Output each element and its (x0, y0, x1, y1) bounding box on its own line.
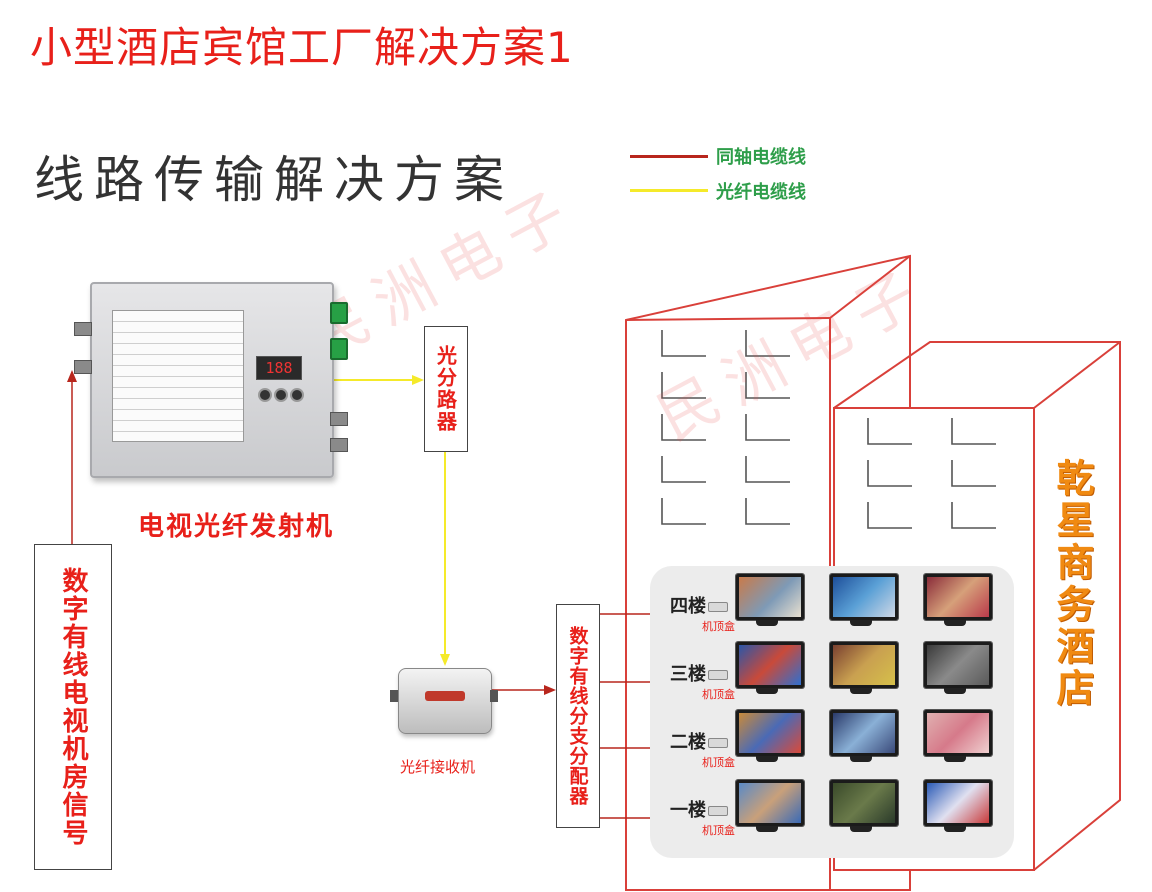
bnc-port-icon (74, 360, 92, 374)
main-title: 小型酒店宾馆工厂解决方案1 (30, 23, 574, 72)
tv-screen-icon (830, 710, 898, 756)
knob-icon (258, 388, 272, 402)
building-front-roof-edge (1033, 341, 1121, 409)
bnc-port-icon (330, 412, 348, 426)
legend-coax-label: 同轴电缆线 (716, 147, 806, 168)
connector-icon (390, 690, 398, 702)
receiver-device (398, 668, 492, 734)
splitter-label: 光分路器 (433, 345, 458, 433)
building-back-roof (829, 255, 911, 319)
front-building-windows (867, 418, 996, 529)
distributor-label: 数字有线分支分配器 (566, 626, 589, 806)
tv-stand (756, 620, 778, 626)
stb-label: 机顶盒 (702, 756, 735, 769)
tv-stand (850, 688, 872, 694)
tv-screen-icon (830, 574, 898, 620)
legend-coax-line (630, 155, 708, 158)
tv-stand (756, 826, 778, 832)
knob-icon (290, 388, 304, 402)
tv-stand (944, 688, 966, 694)
tv-stand (756, 688, 778, 694)
fiber-port-icon (330, 302, 348, 324)
building-back-outline (625, 254, 911, 891)
tv-stand (850, 620, 872, 626)
stb-label: 机顶盒 (702, 688, 735, 701)
floor-label: 四楼 (670, 596, 706, 617)
set-top-box-icon (708, 806, 728, 816)
set-top-box-icon (708, 670, 728, 680)
receiver-badge-icon (425, 691, 465, 701)
floor-label: 三楼 (670, 664, 706, 685)
transmitter-label: 电视光纤发射机 (138, 512, 335, 542)
tv-screen-icon (736, 710, 804, 756)
room-signal-label: 数字有线电视机房信号 (58, 567, 88, 847)
stb-label: 机顶盒 (702, 620, 735, 633)
receiver-label: 光纤接收机 (400, 758, 476, 776)
legend-fiber-label: 光纤电缆线 (716, 182, 806, 203)
tv-stand (944, 756, 966, 762)
splitter-box: 光分路器 (424, 326, 468, 452)
bnc-port-icon (74, 322, 92, 336)
knob-icon (274, 388, 288, 402)
hotel-name: 乾星商务酒店 (1050, 458, 1094, 710)
set-top-box-icon (708, 738, 728, 748)
tv-screen-icon (924, 710, 992, 756)
distributor-box: 数字有线分支分配器 (556, 604, 600, 828)
stb-label: 机顶盒 (702, 824, 735, 837)
back-building-windows (661, 330, 790, 525)
room-signal-box: 数字有线电视机房信号 (34, 544, 112, 870)
transmitter-led-display: 188 (256, 356, 302, 380)
tv-screen-icon (736, 642, 804, 688)
fiber-port-icon (330, 338, 348, 360)
transmitter-spec-panel (112, 310, 244, 442)
tv-screen-icon (736, 574, 804, 620)
tv-screen-icon (924, 574, 992, 620)
bnc-port-icon (330, 438, 348, 452)
tv-screen-icon (830, 780, 898, 826)
building-back-top (625, 317, 831, 321)
tv-screen-icon (736, 780, 804, 826)
tv-stand (850, 756, 872, 762)
tv-screen-icon (924, 642, 992, 688)
legend-fiber-line (630, 189, 708, 192)
tv-screen-icon (830, 642, 898, 688)
tv-stand (944, 620, 966, 626)
floor-label: 一楼 (670, 800, 706, 821)
connector-icon (490, 690, 498, 702)
tv-screen-icon (924, 780, 992, 826)
section-title: 线路传输解决方案 (34, 151, 514, 209)
floor-label: 二楼 (670, 732, 706, 753)
tv-stand (850, 826, 872, 832)
tv-stand (756, 756, 778, 762)
set-top-box-icon (708, 602, 728, 612)
tv-stand (944, 826, 966, 832)
